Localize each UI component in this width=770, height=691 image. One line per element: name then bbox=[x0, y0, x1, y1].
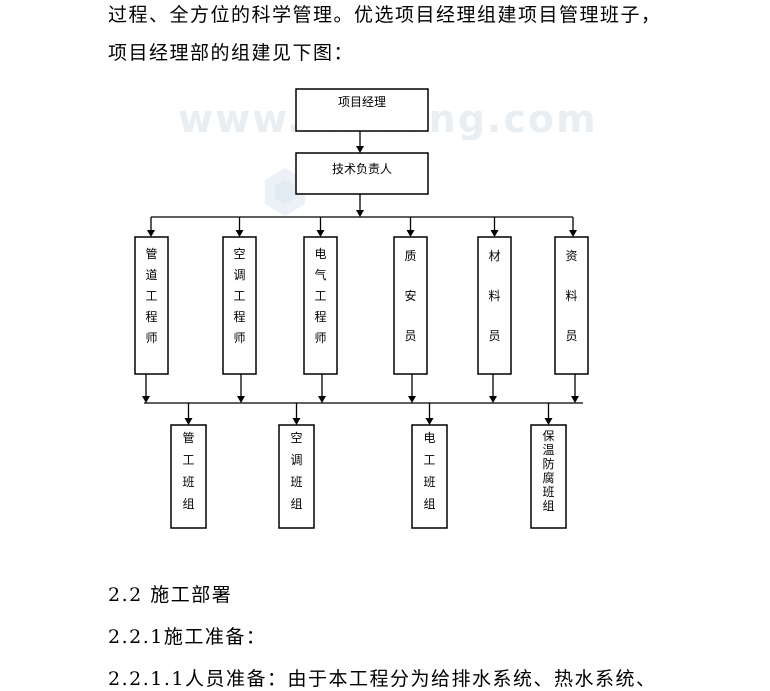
paragraph-line-3: 2.2.1.1人员准备：由于本工程分为给排水系统、热水系统、 bbox=[108, 668, 657, 690]
label-role: 质安员 bbox=[404, 249, 416, 343]
label-team: 空调班组 bbox=[290, 431, 302, 511]
label-role: 电气工程师 bbox=[314, 247, 326, 345]
arrow-head bbox=[318, 396, 326, 403]
arrow-head bbox=[569, 230, 577, 237]
box-project-manager bbox=[295, 88, 429, 132]
label-team: 管工班组 bbox=[182, 430, 194, 511]
arrow-head bbox=[356, 210, 364, 217]
box-role bbox=[303, 236, 338, 375]
label-role: 材料员 bbox=[488, 249, 500, 343]
box-role bbox=[393, 236, 428, 375]
box-technical-lead bbox=[295, 152, 429, 195]
label-role: 资料员 bbox=[565, 249, 577, 343]
arrow-head bbox=[406, 230, 415, 237]
box-role bbox=[554, 236, 589, 375]
section-heading-2-2-1: 2.2.1施工准备： bbox=[108, 626, 267, 648]
box-team bbox=[170, 424, 207, 529]
box-team bbox=[530, 424, 567, 529]
arrow-head bbox=[425, 418, 434, 425]
box-role bbox=[134, 236, 169, 375]
arrow-head bbox=[490, 230, 499, 237]
label-technical-lead: 技术负责人 bbox=[332, 162, 392, 176]
box-role bbox=[477, 236, 512, 375]
watermark-logo bbox=[265, 168, 305, 216]
box-role bbox=[222, 236, 257, 375]
org-chart: www.zhulong.com 项目经理 技术负责人 管道工程师空调工程师电气工… bbox=[134, 88, 596, 529]
paragraph-line-1: 过程、全方位的科学管理。优选项目经理组建项目管理班子， bbox=[108, 4, 662, 26]
arrow-head bbox=[544, 418, 553, 425]
arrow-head bbox=[142, 396, 150, 403]
box-team bbox=[278, 424, 315, 529]
arrow-head bbox=[237, 396, 245, 403]
section-heading-2-2: 2.2 施工部署 bbox=[108, 584, 233, 606]
label-project-manager: 项目经理 bbox=[338, 95, 386, 109]
arrow-head bbox=[356, 146, 364, 153]
label-role: 管道工程师 bbox=[145, 246, 157, 345]
paragraph-line-2: 项目经理部的组建见下图： bbox=[108, 42, 355, 64]
arrow-head bbox=[235, 230, 244, 237]
arrow-head bbox=[292, 418, 301, 425]
arrow-head bbox=[147, 230, 155, 237]
arrow-head bbox=[184, 418, 193, 425]
arrow-head bbox=[489, 396, 497, 403]
label-role: 空调工程师 bbox=[233, 247, 245, 345]
label-team: 电工班组 bbox=[423, 431, 435, 511]
box-team bbox=[411, 424, 448, 529]
arrow-head bbox=[571, 396, 579, 403]
label-team: 保温防腐班组 bbox=[542, 429, 554, 513]
arrow-head bbox=[408, 396, 416, 403]
arrow-head bbox=[316, 230, 325, 237]
